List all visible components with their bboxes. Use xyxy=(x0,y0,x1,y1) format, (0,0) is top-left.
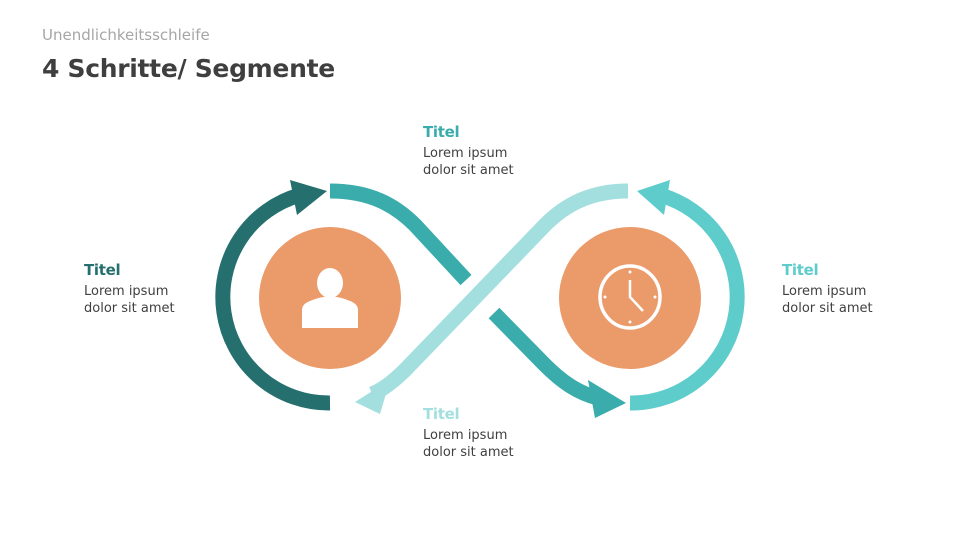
arrowhead-right xyxy=(637,180,670,215)
segment-text: Lorem ipsum xyxy=(782,284,867,299)
text-block-top: Titel Lorem ipsum dolor sit amet xyxy=(423,124,514,179)
arrowhead-bottom-right xyxy=(588,380,626,418)
text-block-right: Titel Lorem ipsum dolor sit amet xyxy=(782,262,873,317)
page-title: 4 Schritte/ Segmente xyxy=(42,54,335,83)
segment-arc-left xyxy=(215,187,331,411)
segment-title: Titel xyxy=(423,405,460,423)
segment-title: Titel xyxy=(84,261,121,279)
text-block-left: Titel Lorem ipsum dolor sit amet xyxy=(84,262,175,317)
segment-text: Lorem ipsum xyxy=(84,284,169,299)
segment-text: Lorem ipsum xyxy=(423,146,508,161)
segment-title: Titel xyxy=(782,261,819,279)
segment-text: Lorem ipsum xyxy=(423,428,508,443)
segment-top xyxy=(329,183,472,286)
segment-text: dolor sit amet xyxy=(423,163,514,178)
text-block-bottom: Titel Lorem ipsum dolor sit amet xyxy=(423,406,514,461)
user-icon xyxy=(302,268,358,328)
segment-text: dolor sit amet xyxy=(782,301,873,316)
segment-text: dolor sit amet xyxy=(423,445,514,460)
segment-text: dolor sit amet xyxy=(84,301,175,316)
arrowhead-left xyxy=(290,180,327,215)
clock-icon xyxy=(598,264,662,330)
segment-title: Titel xyxy=(423,123,460,141)
subtitle: Unendlichkeitsschleife xyxy=(42,26,210,44)
arrowhead-bottom-left xyxy=(355,380,390,414)
segment-arc-right xyxy=(629,187,745,411)
